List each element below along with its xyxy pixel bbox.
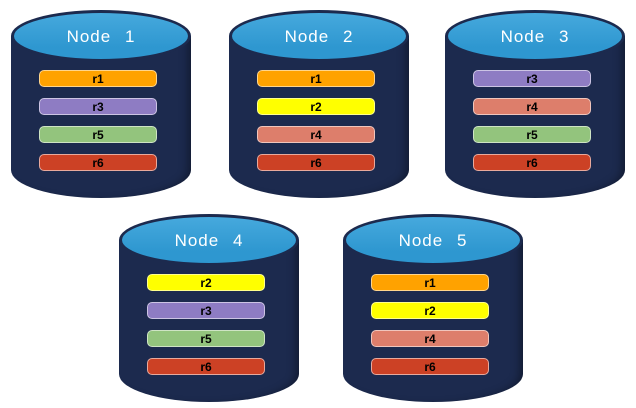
replica-bar: r5 [473,126,591,143]
node-title: Node 2 [284,27,354,46]
replica-bar-stack: r1 r3 r5 r6 [39,70,157,171]
replica-bar: r2 [257,98,375,115]
replica-bar: r1 [257,70,375,87]
replica-bar: r5 [39,126,157,143]
replica-bar: r5 [147,330,265,347]
replica-bar: r6 [39,154,157,171]
replica-bar: r6 [371,358,489,375]
replica-bar-stack: r3 r4 r5 r6 [473,70,591,171]
replica-bar: r4 [257,126,375,143]
cylinder-top-ellipse: Node 1 [11,10,191,62]
replica-bar: r4 [473,98,591,115]
cylinder-top-ellipse: Node 4 [119,214,299,266]
cylinder-body [11,36,191,198]
node-4: Node 4 r2 r3 r5 r6 [119,214,299,402]
replica-bar: r3 [473,70,591,87]
cylinder-body [445,36,625,198]
node-2: Node 2 r1 r2 r4 r6 [229,10,409,198]
node-title: Node 5 [398,231,468,250]
replica-bar: r4 [371,330,489,347]
replica-bar: r1 [371,274,489,291]
replica-bar: r1 [39,70,157,87]
replica-bar: r6 [473,154,591,171]
cylinder-body [119,240,299,402]
replica-bar: r3 [39,98,157,115]
node-3: Node 3 r3 r4 r5 r6 [445,10,625,198]
replica-bar-stack: r2 r3 r5 r6 [147,274,265,375]
node-title: Node 1 [66,27,136,46]
replica-bar: r6 [147,358,265,375]
node-1: Node 1 r1 r3 r5 r6 [11,10,191,198]
replica-bar-stack: r1 r2 r4 r6 [257,70,375,171]
node-title: Node 3 [500,27,570,46]
node-5: Node 5 r1 r2 r4 r6 [343,214,523,402]
replica-bar: r6 [257,154,375,171]
replica-bar: r2 [147,274,265,291]
cylinder-top-ellipse: Node 3 [445,10,625,62]
replica-bar: r3 [147,302,265,319]
cylinder-body [343,240,523,402]
replica-bar: r2 [371,302,489,319]
cylinder-top-ellipse: Node 5 [343,214,523,266]
replica-bar-stack: r1 r2 r4 r6 [371,274,489,375]
cylinder-top-ellipse: Node 2 [229,10,409,62]
cylinder-body [229,36,409,198]
node-title: Node 4 [174,231,244,250]
